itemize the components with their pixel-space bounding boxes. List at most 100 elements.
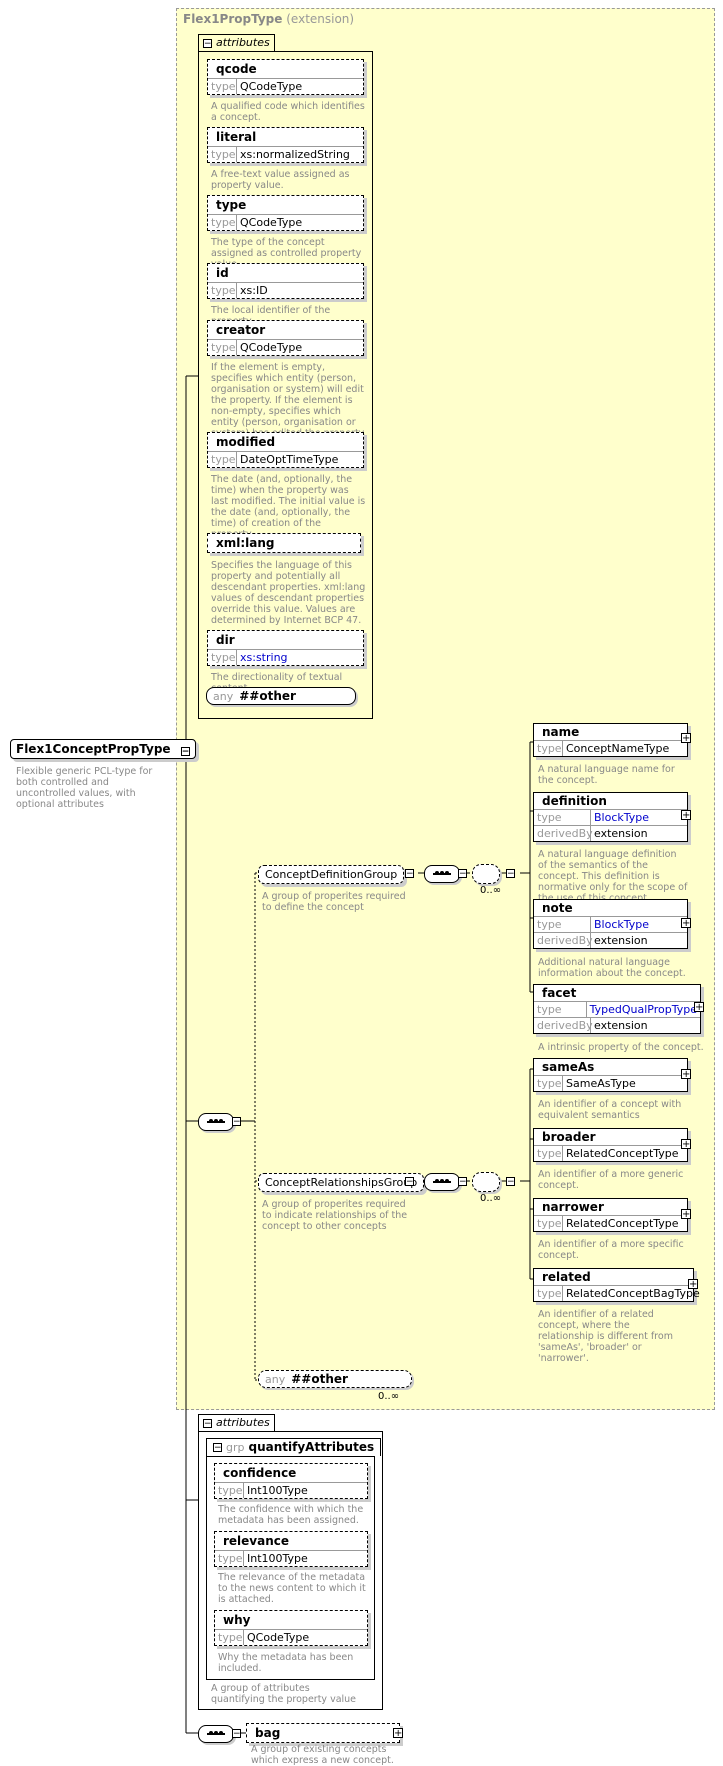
collapse-icon[interactable]: −	[203, 38, 212, 49]
type-key: type	[215, 1630, 244, 1645]
element-description: A natural language definition of the sem…	[538, 849, 688, 904]
collapse-icon[interactable]: −	[180, 747, 190, 757]
type-key: type	[215, 1551, 244, 1566]
concept-relationships-group[interactable]: ConceptRelationshipsGroup	[258, 1173, 425, 1192]
derived-by-key: derivedBy	[534, 933, 593, 948]
collapse-icon[interactable]: −	[458, 1177, 467, 1187]
expand-icon[interactable]: +	[681, 1139, 691, 1150]
attributes-tab-label: attributes	[216, 36, 270, 49]
element-description: An identifier of a more generic concept.	[538, 1169, 684, 1191]
element-description: An identifier of a concept with equivale…	[538, 1099, 682, 1121]
element-type: RelatedConceptBagType	[566, 1287, 700, 1300]
attribute-type: QCodeType	[240, 80, 303, 93]
collapse-icon[interactable]: −	[232, 1117, 241, 1127]
sequence-compositor[interactable]	[424, 865, 460, 883]
group-description: A group of properites required to indica…	[262, 1199, 408, 1232]
element-type: ConceptNameType	[566, 742, 670, 755]
root-element[interactable]: Flex1ConceptPropType −	[10, 739, 196, 759]
element-type[interactable]: BlockType	[594, 918, 650, 931]
expand-icon[interactable]: +	[681, 1069, 691, 1080]
choice-compositor[interactable]	[472, 864, 500, 884]
expand-icon[interactable]: +	[393, 1728, 403, 1739]
attribute-description: The confidence with which the metadata h…	[218, 1504, 364, 1526]
sequence-compositor[interactable]	[198, 1725, 234, 1743]
type-key: type	[534, 741, 563, 756]
element-name: bag	[255, 1726, 281, 1740]
element-type: RelatedConceptType	[566, 1147, 679, 1160]
attributes-tab[interactable]: −attributes	[198, 1414, 275, 1431]
element-description: A group of existing concepts which expre…	[251, 1744, 394, 1766]
element-name: narrower	[542, 1200, 604, 1214]
expand-icon[interactable]: +	[694, 1002, 704, 1013]
concept-definition-group[interactable]: ConceptDefinitionGroup	[258, 865, 405, 884]
element-type[interactable]: TypedQualPropType	[589, 1003, 697, 1016]
type-key: type	[534, 1146, 563, 1161]
attribute-name: type	[216, 198, 247, 212]
attribute-description: If the element is empty, specifies which…	[211, 362, 366, 439]
type-key: type	[215, 1483, 244, 1498]
element-name: sameAs	[542, 1060, 595, 1074]
collapse-icon[interactable]: −	[405, 869, 414, 879]
group-name: ConceptRelationshipsGroup	[265, 1176, 418, 1189]
element-description: An identifier of a more specific concept…	[538, 1239, 684, 1261]
expand-icon[interactable]: +	[681, 733, 691, 744]
sequence-compositor[interactable]	[198, 1113, 234, 1131]
type-key: type	[208, 147, 237, 162]
any-element[interactable]: any##other	[258, 1370, 412, 1388]
sequence-compositor[interactable]	[424, 1173, 460, 1191]
element-derivation: extension	[594, 934, 648, 947]
element-type: RelatedConceptType	[566, 1217, 679, 1230]
root-description: Flexible generic PCL-type for both contr…	[16, 766, 153, 810]
collapse-icon[interactable]: −	[506, 869, 515, 879]
type-key: type	[534, 1216, 563, 1231]
any-attribute[interactable]: any##other	[206, 687, 356, 705]
type-key: type	[208, 283, 237, 298]
collapse-icon[interactable]: −	[213, 1443, 222, 1453]
expand-icon[interactable]: +	[681, 918, 691, 929]
extension-kind: (extension)	[286, 12, 355, 26]
element-name: note	[542, 901, 573, 915]
collapse-icon[interactable]: −	[405, 1177, 414, 1187]
attribute-name: literal	[216, 130, 257, 144]
attribute-type[interactable]: xs:string	[240, 651, 288, 664]
choice-compositor[interactable]	[472, 1172, 500, 1192]
attributes-tab[interactable]: −attributes	[198, 34, 275, 51]
collapse-icon[interactable]: −	[458, 869, 467, 879]
attribute-type: Int100Type	[247, 1552, 308, 1565]
attribute-description: A qualified code which identifies a conc…	[211, 101, 365, 123]
element-type[interactable]: BlockType	[594, 811, 650, 824]
attribute-box-xml-lang[interactable]: xml:lang	[207, 533, 361, 553]
element-description: Additional natural language information …	[538, 957, 686, 979]
attribute-name: modified	[216, 435, 276, 449]
collapse-icon[interactable]: −	[232, 1729, 241, 1739]
attribute-name: xml:lang	[216, 536, 275, 550]
element-box-bag[interactable]: bag	[246, 1723, 400, 1743]
attribute-type: xs:ID	[240, 284, 268, 297]
expand-icon[interactable]: +	[681, 1209, 691, 1220]
type-key: type	[208, 79, 237, 94]
collapse-icon[interactable]: −	[203, 1418, 212, 1429]
expand-icon[interactable]: +	[681, 810, 691, 821]
expand-icon[interactable]: +	[688, 1279, 698, 1290]
collapse-icon[interactable]: −	[506, 1177, 515, 1187]
quantify-group-description: A group of attributes quantifying the pr…	[211, 1683, 357, 1705]
